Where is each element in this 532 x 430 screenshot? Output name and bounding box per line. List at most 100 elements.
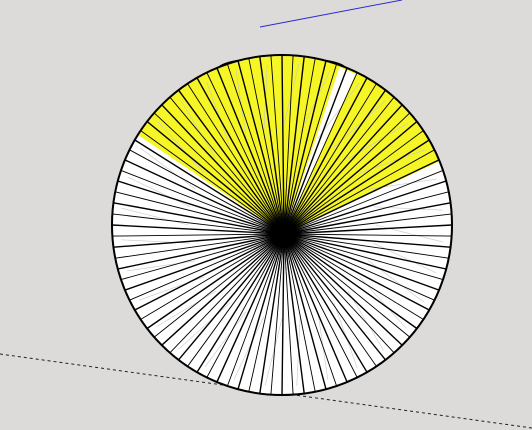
- radial-edge[interactable]: [283, 83, 377, 235]
- radial-edge[interactable]: [283, 58, 316, 235]
- radial-edge[interactable]: [283, 149, 435, 235]
- radial-edge[interactable]: [248, 233, 285, 392]
- radial-edge[interactable]: [113, 233, 285, 248]
- radial-edge[interactable]: [283, 60, 327, 235]
- radial-edge[interactable]: [283, 233, 447, 270]
- radial-edge[interactable]: [206, 72, 285, 235]
- radial-edge[interactable]: [146, 233, 285, 330]
- radial-edge[interactable]: [283, 159, 440, 235]
- radial-edge[interactable]: [283, 233, 424, 320]
- radial-edge[interactable]: [112, 213, 285, 235]
- radial-edge[interactable]: [140, 233, 285, 320]
- radial-edge[interactable]: [146, 120, 285, 235]
- radial-edge[interactable]: [134, 139, 285, 235]
- radial-edge[interactable]: [283, 233, 403, 346]
- radial-edge[interactable]: [111, 224, 285, 235]
- radial-edge[interactable]: [283, 55, 294, 235]
- radial-edge[interactable]: [283, 120, 418, 235]
- radial-edge[interactable]: [226, 233, 285, 387]
- radial-edge[interactable]: [270, 55, 285, 235]
- radial-edge[interactable]: [283, 233, 444, 281]
- radial-edge[interactable]: [281, 54, 285, 235]
- radial-edge[interactable]: [283, 191, 449, 235]
- radial-edge[interactable]: [283, 130, 424, 235]
- radial-edges[interactable]: [111, 54, 453, 396]
- radial-edge[interactable]: [153, 112, 285, 235]
- radial-edge[interactable]: [187, 83, 285, 235]
- radial-edge[interactable]: [237, 233, 285, 390]
- radial-edge[interactable]: [169, 233, 285, 354]
- radial-edge[interactable]: [283, 233, 418, 330]
- radial-edge[interactable]: [281, 233, 285, 396]
- radial-edge[interactable]: [283, 233, 358, 378]
- radial-edge[interactable]: [115, 233, 285, 259]
- radial-edge[interactable]: [283, 233, 435, 301]
- radial-edge[interactable]: [283, 96, 395, 235]
- radial-edge[interactable]: [129, 149, 285, 235]
- radial-edge[interactable]: [187, 233, 285, 367]
- radial-edge[interactable]: [283, 139, 430, 235]
- radial-edge[interactable]: [283, 202, 451, 235]
- radial-edge[interactable]: [283, 233, 368, 373]
- radial-edge[interactable]: [120, 169, 285, 235]
- radial-edge[interactable]: [270, 233, 285, 395]
- radial-edge[interactable]: [283, 63, 338, 235]
- radial-edge[interactable]: [161, 233, 285, 346]
- radial-edge[interactable]: [283, 233, 452, 237]
- radial-edge[interactable]: [283, 233, 451, 248]
- radial-edge[interactable]: [283, 233, 411, 338]
- radial-edge[interactable]: [283, 112, 411, 235]
- radial-edge[interactable]: [112, 233, 285, 237]
- radial-edge[interactable]: [283, 233, 430, 311]
- radial-edge[interactable]: [153, 233, 285, 338]
- radial-edge[interactable]: [283, 56, 305, 235]
- radial-edge[interactable]: [283, 224, 453, 235]
- radial-edge[interactable]: [177, 233, 285, 361]
- radial-edge[interactable]: [283, 233, 395, 354]
- radial-edge[interactable]: [117, 180, 285, 235]
- radial-edge[interactable]: [177, 89, 285, 235]
- radial-edge[interactable]: [124, 159, 285, 235]
- radial-edge[interactable]: [237, 60, 285, 235]
- radial-edge[interactable]: [283, 89, 387, 235]
- radial-edge[interactable]: [134, 233, 285, 311]
- radial-edge[interactable]: [169, 96, 285, 235]
- radial-edge[interactable]: [283, 233, 305, 394]
- radial-edge[interactable]: [216, 67, 285, 235]
- model-hub[interactable]: [270, 220, 298, 248]
- radial-edge[interactable]: [283, 233, 316, 392]
- radial-edge[interactable]: [216, 233, 285, 383]
- radial-edge[interactable]: [115, 191, 285, 235]
- radial-edge[interactable]: [129, 233, 285, 301]
- radial-edge[interactable]: [283, 233, 449, 259]
- radial-edge[interactable]: [259, 56, 285, 235]
- radial-edge[interactable]: [120, 233, 285, 281]
- radial-edge[interactable]: [283, 104, 403, 235]
- radial-edge[interactable]: [161, 104, 285, 235]
- radial-edge[interactable]: [283, 233, 377, 367]
- radial-edge[interactable]: [283, 233, 387, 361]
- radial-edge[interactable]: [124, 233, 285, 291]
- radial-edge[interactable]: [196, 77, 285, 235]
- radial-edge[interactable]: [283, 233, 294, 395]
- radial-edge[interactable]: [283, 233, 348, 383]
- radial-edge[interactable]: [113, 202, 285, 235]
- radial-edge[interactable]: [283, 72, 358, 235]
- radial-edge[interactable]: [196, 233, 285, 373]
- radial-edge[interactable]: [140, 130, 285, 235]
- radial-edge[interactable]: [283, 180, 447, 235]
- radial-edge[interactable]: [283, 233, 338, 387]
- radial-edge[interactable]: [283, 67, 348, 235]
- radial-edge[interactable]: [206, 233, 285, 378]
- radial-edge[interactable]: [117, 233, 285, 270]
- radial-edge[interactable]: [283, 77, 368, 235]
- radial-edge[interactable]: [248, 58, 285, 235]
- unselected-face-gap[interactable]: [284, 67, 356, 234]
- radial-edge[interactable]: [283, 233, 327, 390]
- radial-edge[interactable]: [283, 169, 444, 235]
- radial-edge[interactable]: [226, 63, 285, 235]
- radial-edge[interactable]: [259, 233, 285, 394]
- radial-edge[interactable]: [283, 213, 452, 235]
